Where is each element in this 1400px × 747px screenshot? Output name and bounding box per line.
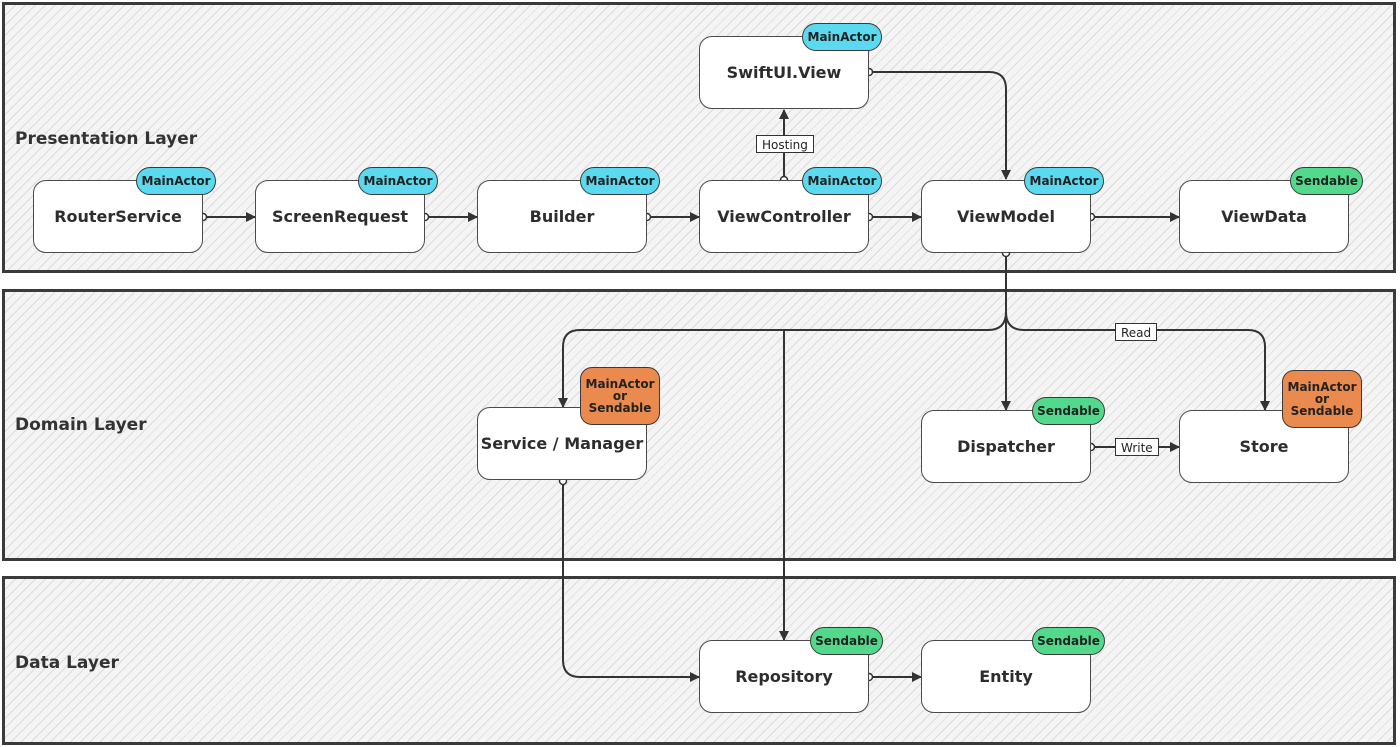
view-model-badge: MainActor [1024, 167, 1104, 195]
edge-service-to-repository [562, 481, 700, 682]
router-service-label: RouterService [54, 207, 182, 226]
entity-label: Entity [979, 667, 1033, 686]
screen-request-node: ScreenRequest [255, 180, 425, 253]
repository-label: Repository [735, 667, 833, 686]
presentation-layer-title: Presentation Layer [15, 129, 198, 149]
swiftui-view-label: SwiftUI.View [726, 63, 842, 82]
screen-request-badge: MainActor [358, 167, 438, 195]
store-badge-line-2: or [1314, 392, 1330, 406]
store-label: Store [1239, 437, 1289, 456]
swiftui-view-badge: MainActor [802, 23, 882, 51]
screen-request-label: ScreenRequest [271, 207, 409, 226]
service-manager-label: Service / Manager [480, 434, 644, 453]
builder-label: Builder [529, 207, 595, 226]
edge-vm-to-store [1005, 311, 1270, 411]
write-label: Write [1115, 438, 1159, 456]
service-manager-badge-line-2: or [612, 389, 628, 403]
view-data-node: ViewData [1179, 180, 1349, 253]
view-controller-label: ViewController [717, 207, 851, 226]
domain-layer-title: Domain Layer [15, 415, 147, 435]
router-service-node: RouterService [33, 180, 203, 253]
store-badge: MainActor or Sendable [1282, 370, 1362, 428]
view-controller-badge: MainActor [802, 167, 882, 195]
builder-badge: MainActor [580, 167, 660, 195]
dispatcher-label: Dispatcher [957, 437, 1055, 456]
store-badge-line-1: MainActor [1287, 380, 1357, 394]
view-data-label: ViewData [1221, 207, 1307, 226]
store-badge-line-3: Sendable [1290, 404, 1354, 418]
data-layer: Data Layer [2, 576, 1396, 745]
service-manager-badge: MainActor or Sendable [580, 367, 660, 425]
edge-swiftui-to-vm [869, 71, 1011, 180]
data-layer-title: Data Layer [15, 653, 119, 673]
repository-badge: Sendable [810, 627, 883, 655]
domain-layer: Domain Layer [2, 289, 1396, 561]
hosting-label: Hosting [756, 135, 814, 153]
router-service-badge: MainActor [136, 167, 216, 195]
dispatcher-badge: Sendable [1032, 397, 1105, 425]
read-label: Read [1115, 323, 1158, 341]
service-manager-badge-line-3: Sendable [588, 401, 652, 415]
view-model-label: ViewModel [957, 207, 1055, 226]
service-manager-badge-line-1: MainActor [585, 377, 655, 391]
view-data-badge: Sendable [1290, 167, 1363, 195]
entity-badge: Sendable [1032, 627, 1105, 655]
